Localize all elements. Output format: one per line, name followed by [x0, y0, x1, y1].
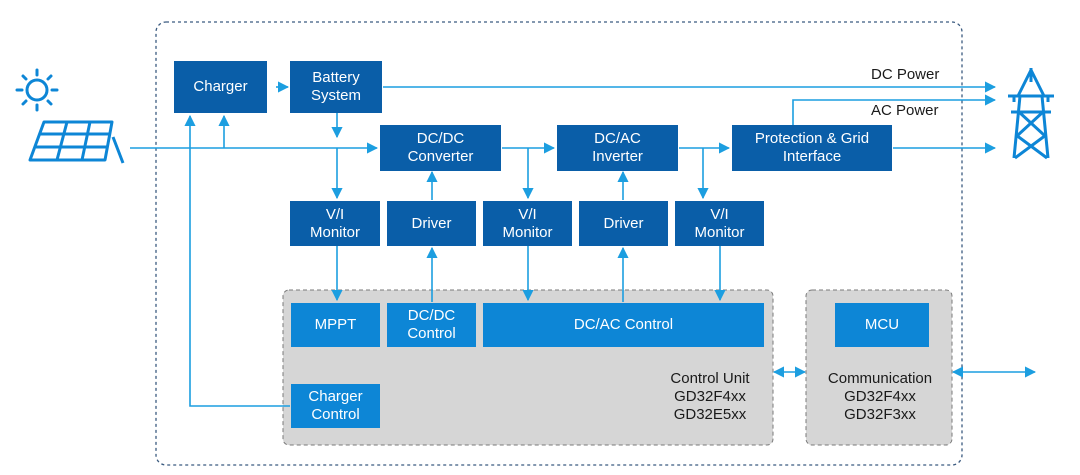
charger-control-line — [184, 114, 290, 407]
charger-control-block: Charger Control — [291, 384, 380, 428]
communication-label: Communication GD32F4xx GD32F3xx — [827, 370, 933, 423]
dcdc-converter-block: DC/DC Converter — [380, 125, 501, 171]
power-tower-icon — [1008, 68, 1054, 160]
solar-panel-icon — [28, 120, 125, 164]
vi-monitor-1-block: V/I Monitor — [290, 201, 380, 246]
mcu-block: MCU — [835, 303, 929, 347]
vi-monitor-3-block: V/I Monitor — [675, 201, 764, 246]
protection-grid-block: Protection & Grid Interface — [732, 125, 892, 171]
dcdc-control-block: DC/DC Control — [387, 303, 476, 347]
ac-power-label: AC Power — [871, 102, 939, 119]
dcac-inverter-block: DC/AC Inverter — [557, 125, 678, 171]
dc-power-label: DC Power — [871, 66, 940, 83]
vi-monitor-2-block: V/I Monitor — [483, 201, 572, 246]
driver-1-block: Driver — [387, 201, 476, 246]
battery-system-block: Battery System — [290, 61, 382, 113]
sun-icon — [15, 68, 59, 112]
driver-2-block: Driver — [579, 201, 668, 246]
system-boundary — [155, 21, 963, 466]
mppt-block: MPPT — [291, 303, 380, 347]
ac-power-line — [792, 94, 997, 125]
dcac-control-block: DC/AC Control — [483, 303, 764, 347]
control-unit-label: Control Unit GD32F4xx GD32E5xx — [670, 370, 750, 423]
charger-block: Charger — [174, 61, 267, 113]
